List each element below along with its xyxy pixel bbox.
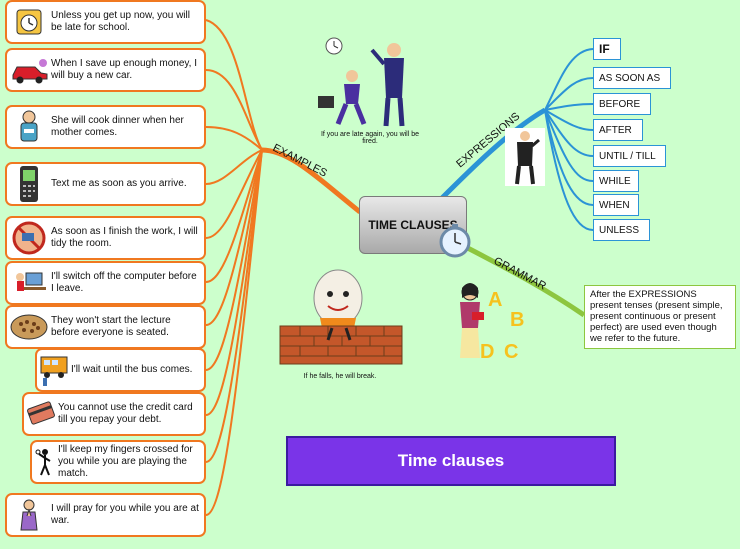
- lecture-hall-icon: [7, 307, 51, 347]
- humpty-dumpty-illustration: [279, 269, 403, 365]
- credit-card-icon: [24, 394, 58, 434]
- example-card-2: When I save up enough money, I will buy …: [5, 48, 206, 92]
- mobile-phone-icon: [7, 164, 51, 204]
- title-banner: Time clauses: [286, 436, 616, 486]
- stopwatch-icon: [439, 224, 471, 258]
- example-card-5: As soon as I finish the work, I will tid…: [5, 216, 206, 260]
- expression-if[interactable]: IF: [593, 38, 621, 60]
- examples-branch-label: EXAMPLES: [271, 142, 329, 180]
- example-card-10: I'll keep my fingers crossed for you whi…: [30, 440, 206, 484]
- late-caption: If you are late again, you will be fired…: [320, 131, 420, 145]
- expression-connectors: [438, 48, 594, 231]
- expression-as-soon-as[interactable]: AS SOON AS: [593, 67, 671, 89]
- title-banner-text: Time clauses: [397, 451, 505, 470]
- expression-when[interactable]: WHEN: [593, 194, 639, 216]
- svg-text:B: B: [510, 309, 524, 331]
- example-connectors: [205, 19, 362, 516]
- expression-before[interactable]: BEFORE: [593, 93, 651, 115]
- central-topic-label: TIME CLAUSES: [368, 218, 458, 232]
- alarm-clock-icon: [7, 2, 51, 42]
- businessman-watch-icon: [505, 128, 545, 186]
- egg-caption: If he falls, he will break.: [303, 373, 377, 380]
- example-card-1: Unless you get up now, you will be late …: [5, 0, 206, 44]
- grammar-connector: [460, 242, 586, 318]
- car-icon: [7, 50, 51, 90]
- example-card-8: I'll wait until the bus comes.: [35, 348, 206, 392]
- messy-room-icon: [7, 218, 51, 258]
- late-worker-illustration: [318, 37, 405, 127]
- example-card-9: You cannot use the credit card till you …: [22, 392, 206, 436]
- example-card-7: They won't start the lecture before ever…: [5, 305, 206, 349]
- computer-desk-icon: [7, 263, 51, 303]
- praying-person-icon: [7, 495, 51, 535]
- bus-stop-icon: [37, 350, 71, 390]
- example-card-11: I will pray for you while you are at war…: [5, 493, 206, 537]
- expression-unless[interactable]: UNLESS: [593, 219, 650, 241]
- example-card-6: I'll switch off the computer before I le…: [5, 261, 206, 305]
- expression-until-till[interactable]: UNTIL / TILL: [593, 145, 666, 167]
- svg-text:C: C: [504, 341, 518, 363]
- teacher-abc-icon: A B D C: [460, 283, 524, 363]
- tennis-player-icon: [32, 442, 58, 482]
- expression-after[interactable]: AFTER: [593, 119, 643, 141]
- svg-text:D: D: [480, 341, 494, 363]
- grammar-note: After the EXPRESSIONS present tenses (pr…: [584, 285, 736, 349]
- example-card-4: Text me as soon as you arrive.: [5, 162, 206, 206]
- expression-while[interactable]: WHILE: [593, 170, 639, 192]
- cook-icon: [7, 107, 51, 147]
- example-card-3: She will cook dinner when her mother com…: [5, 105, 206, 149]
- svg-text:A: A: [488, 289, 502, 311]
